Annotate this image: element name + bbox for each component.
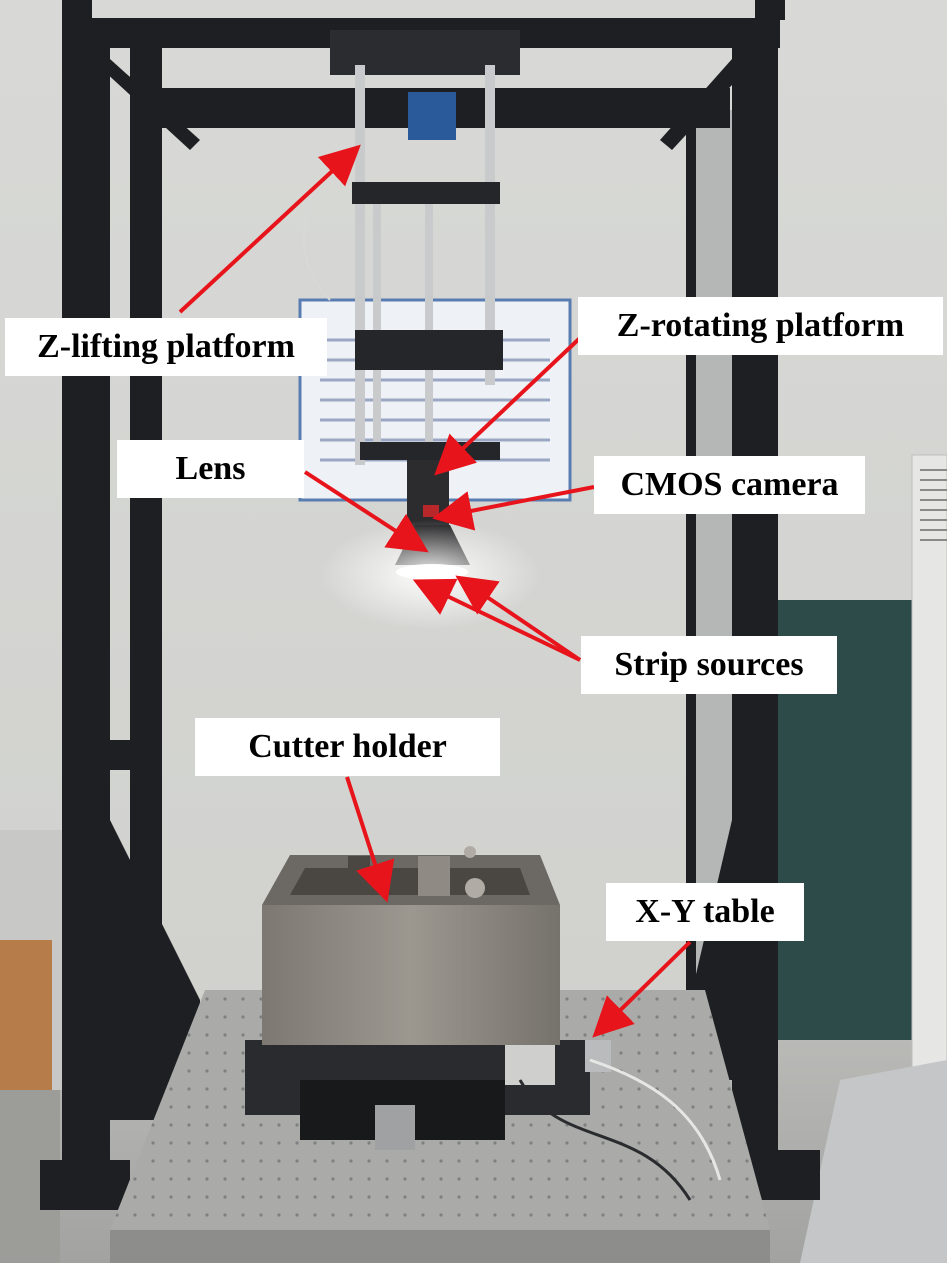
- table-edge: [110, 1230, 770, 1263]
- cable: [589, 1058, 722, 1181]
- label-lens: Lens: [117, 440, 304, 498]
- lift-plate-1: [352, 182, 500, 204]
- label-z-rotating-platform: Z-rotating platform: [578, 297, 943, 355]
- cutter-holder-body: [262, 905, 560, 1045]
- air-conditioner: [911, 454, 947, 1076]
- blue-motor: [408, 92, 456, 140]
- camera-red-label: [423, 505, 439, 517]
- ac-vents: [920, 469, 947, 541]
- cutter-holder-opening: [290, 868, 530, 895]
- stage-motor: [375, 1105, 415, 1150]
- label-cmos-camera: CMOS camera: [594, 456, 865, 514]
- lifting-rods: [355, 65, 495, 465]
- cutter-tube: [418, 856, 450, 896]
- label-strip-sources: Strip sources: [581, 636, 837, 694]
- grey-cover: [800, 1060, 947, 1263]
- label-cutter-holder: Cutter holder: [195, 718, 500, 776]
- lift-plate-2: [355, 330, 503, 370]
- rotating-plate: [360, 442, 500, 460]
- stage-rail: [505, 1045, 555, 1085]
- label-z-lifting-platform: Z-lifting platform: [5, 318, 327, 376]
- led-strip: [396, 564, 468, 580]
- camera-body: [407, 460, 449, 530]
- cardboard-box: [0, 940, 52, 1090]
- label-xy-table: X-Y table: [606, 883, 804, 941]
- holder-bolt: [465, 878, 485, 898]
